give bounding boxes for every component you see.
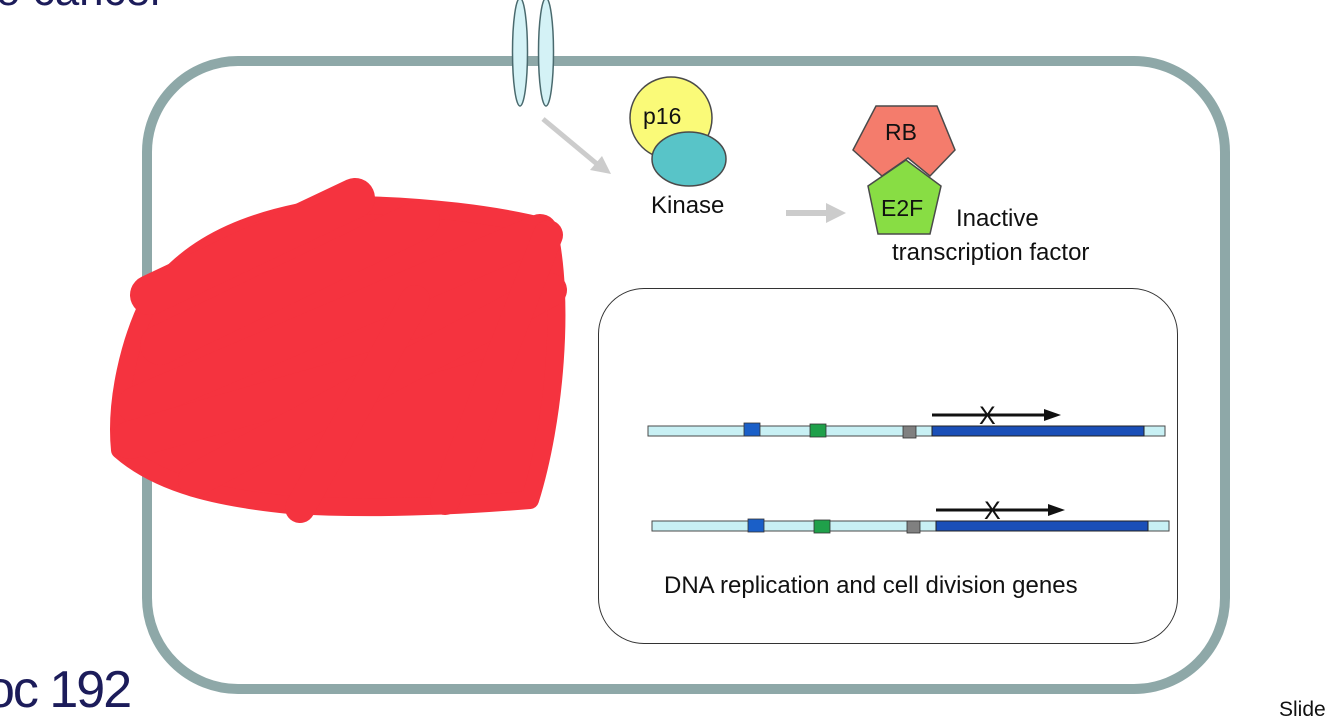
gene-body xyxy=(931,425,1145,437)
rb-label: RB xyxy=(885,119,917,145)
signal-arrow-2 xyxy=(786,203,846,223)
promoter-element-grey xyxy=(902,425,917,439)
p16-label: p16 xyxy=(643,103,681,129)
transcription-blocked-marker-1: X xyxy=(979,402,996,430)
transcription-blocked-marker-2: X xyxy=(984,497,1001,525)
e2f-label: E2F xyxy=(881,195,923,221)
inactive-label-line1: Inactive xyxy=(956,205,1039,232)
inactive-label-line2: transcription factor xyxy=(892,239,1090,266)
promoter-element-green xyxy=(809,423,827,438)
slide-number-label: Slide xyxy=(1279,698,1326,721)
slide-heading-fragment: o cancer xyxy=(0,0,165,16)
kinase-label: Kinase xyxy=(651,192,725,219)
course-logo: oc 192 xyxy=(0,661,132,719)
nucleus-box xyxy=(598,288,1178,644)
promoter-element-grey xyxy=(906,520,921,534)
rb-protein xyxy=(852,105,956,178)
signal-arrow-1 xyxy=(541,117,611,174)
red-scribble-redaction xyxy=(110,178,567,523)
membrane-receptor xyxy=(511,0,555,107)
promoter-element-blue xyxy=(743,422,761,437)
promoter-element-green xyxy=(813,519,831,534)
dna-strand-1 xyxy=(647,409,1166,439)
kinase-protein xyxy=(651,131,727,187)
gene-body xyxy=(935,520,1149,532)
dna-genes-label: DNA replication and cell division genes xyxy=(664,572,1078,599)
promoter-element-blue xyxy=(747,518,765,533)
dna-strand-2 xyxy=(651,504,1170,534)
e2f-protein xyxy=(867,159,942,235)
